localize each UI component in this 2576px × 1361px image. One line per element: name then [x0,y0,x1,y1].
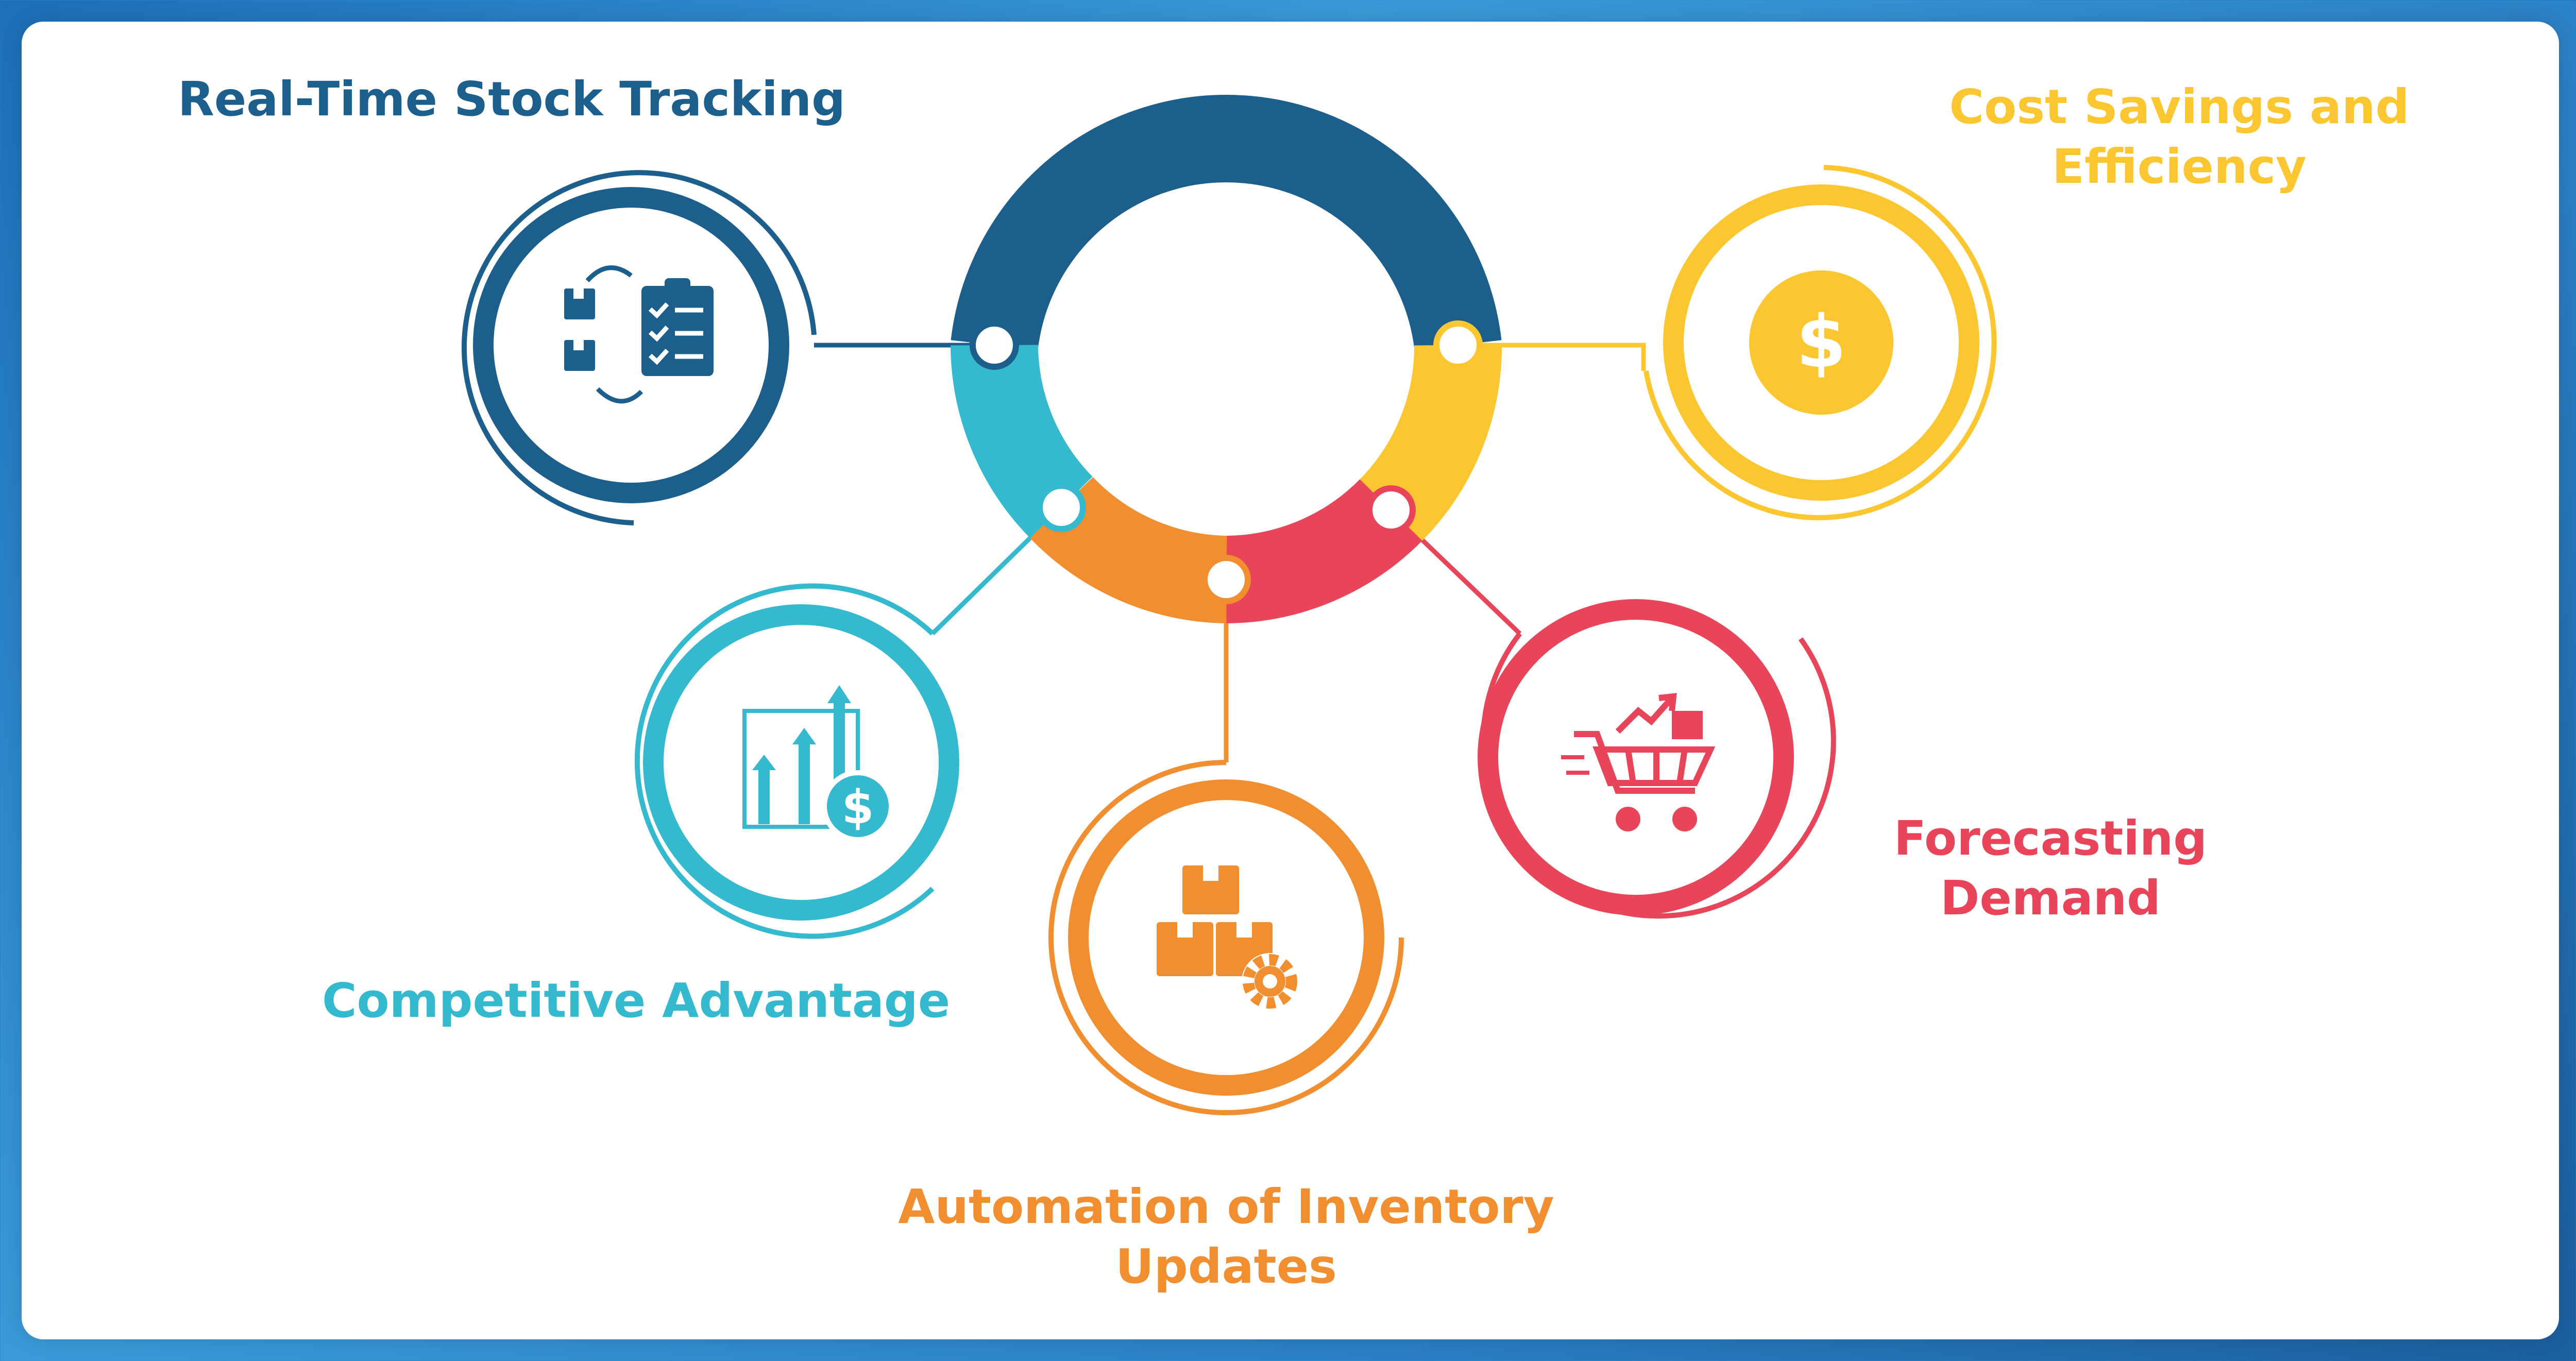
node-automation [1048,760,1404,1115]
label-automation: Automation of Inventory Updates [866,1177,1587,1297]
svg-text:$: $ [842,780,874,835]
node-cost-savings: $ [1643,165,1997,520]
label-real-time-stock-tracking: Real-Time Stock Tracking [178,72,845,127]
ring-segment-orange [1029,477,1228,623]
node-inner [1498,620,1773,895]
ring-segment-navy [951,95,1502,351]
label-forecasting-demand: Forecasting Demand [1844,809,2257,928]
boxes-gear-icon [1157,865,1298,1010]
growth-chart-dollar-icon: $ [742,685,894,842]
ring-nodes [970,320,1483,604]
label-cost-savings-line1: Cost Savings and [1949,79,2410,134]
ring-segment-teal [951,344,1093,538]
ring-node-navy [970,320,1019,370]
node-competitive-advantage: $ [634,583,959,939]
connector-cost [1458,343,1646,371]
label-automation-line1: Automation of Inventory [898,1179,1554,1234]
label-forecasting-line1: Forecasting [1893,811,2208,866]
label-cost-savings: Cost Savings and Efficiency [1896,77,2463,197]
outer-arc [461,170,817,525]
node-real-time-stock-tracking [461,170,817,525]
infographic-card [22,22,2559,1339]
node-inner [494,208,769,483]
dollar-coin-icon: $ [1749,270,1893,415]
ring-segment-yellow [1359,345,1502,541]
ring-node-red [1366,485,1416,535]
inventory-checklist-icon [564,265,714,404]
node-forecasting-demand [1478,599,1836,919]
label-cost-savings-line2: Efficiency [2052,139,2307,194]
outer-arc [1643,165,1997,520]
ring-node-teal [1037,483,1086,532]
ring-node-yellow [1433,320,1483,370]
shopping-cart-trend-icon [1561,693,1716,831]
label-forecasting-line2: Demand [1940,871,2161,926]
ring-segment-red [1225,479,1422,623]
ring-node-orange [1201,555,1251,604]
label-competitive-advantage: Competitive Advantage [322,973,951,1028]
outer-arc [634,583,935,939]
label-automation-line2: Updates [1115,1239,1337,1294]
svg-text:$: $ [1796,300,1846,384]
outer-arc [1048,760,1404,1115]
